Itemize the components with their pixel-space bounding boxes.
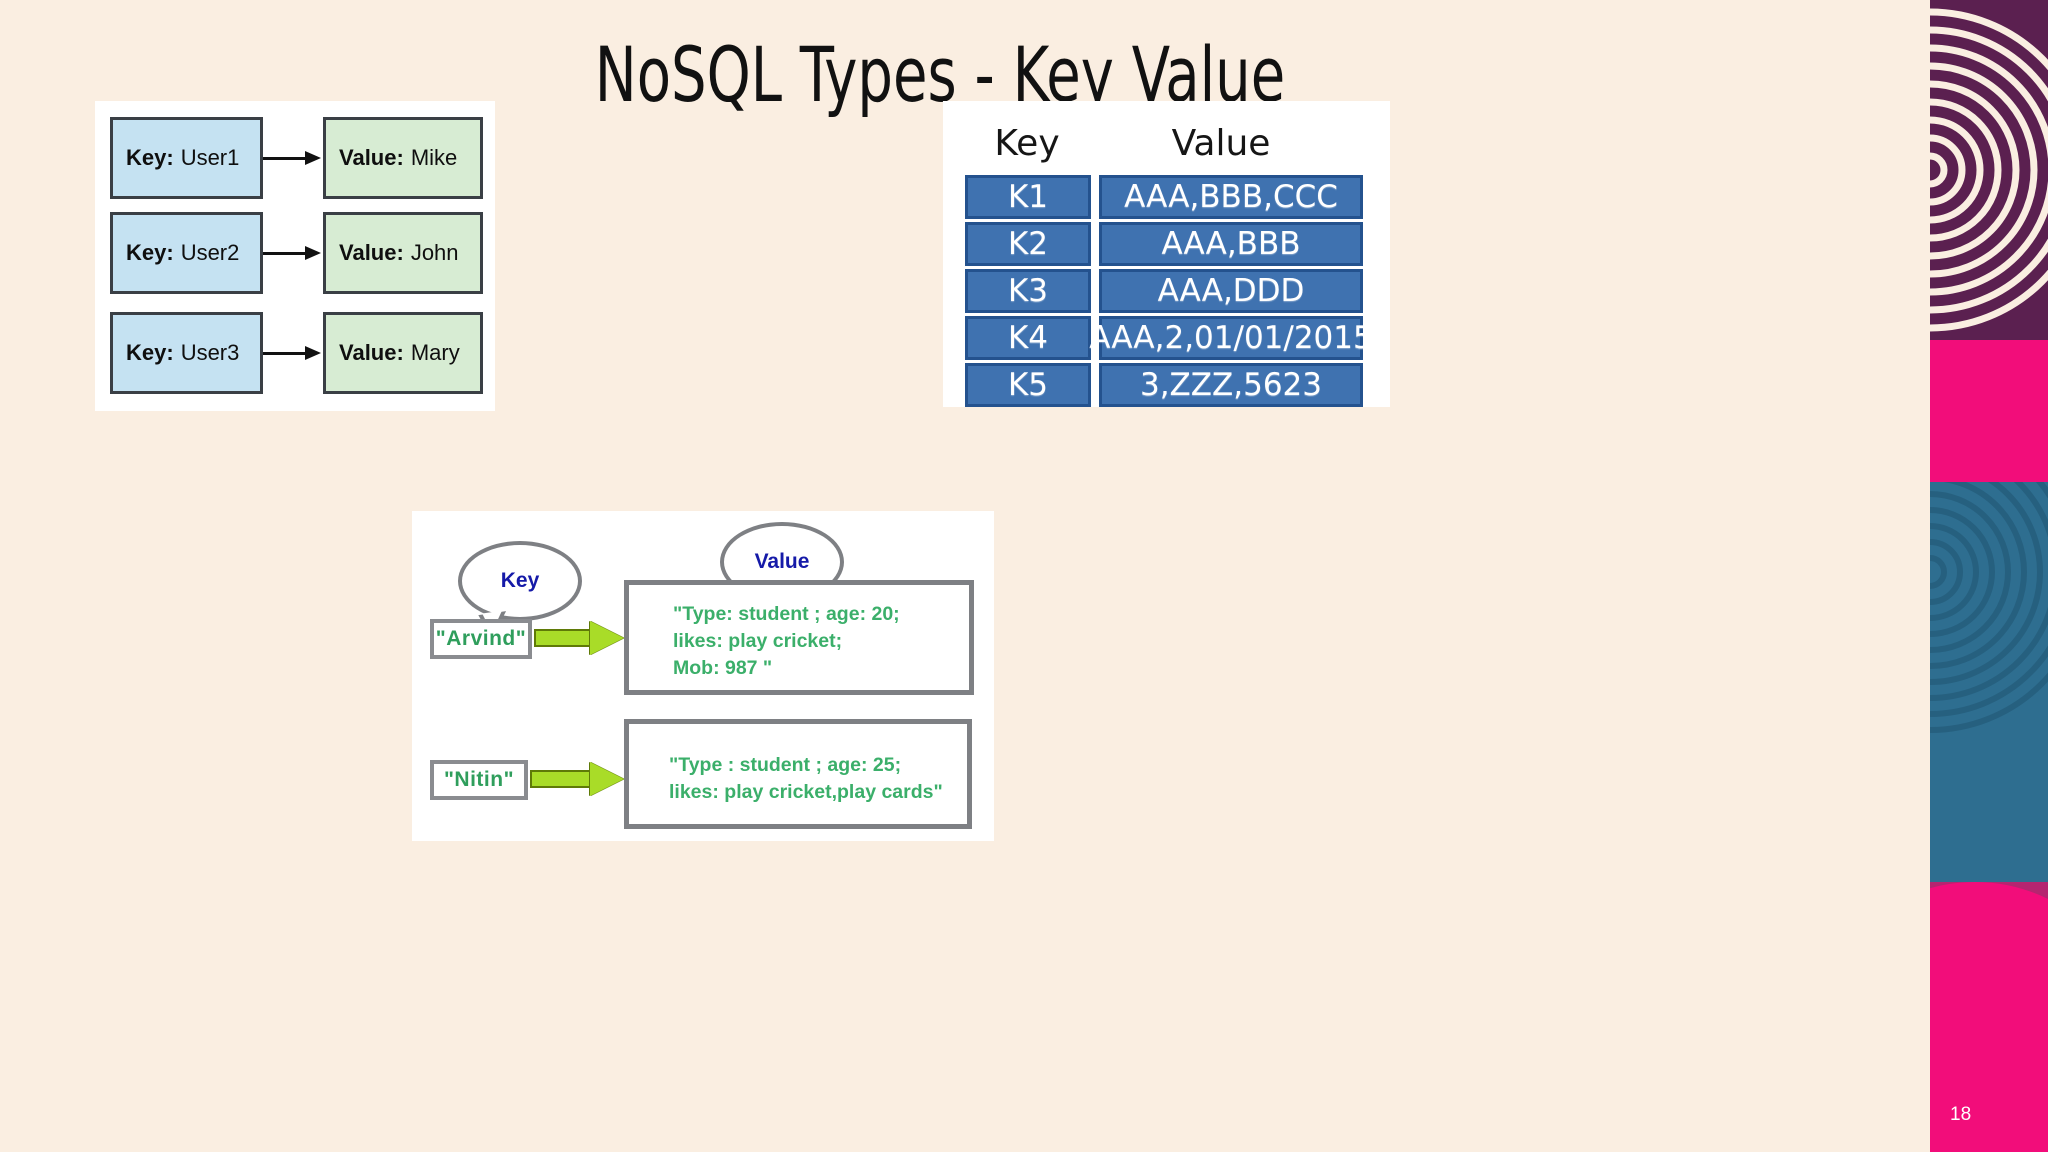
value-box-value: John <box>410 240 459 265</box>
key-box-value: User3 <box>180 340 240 365</box>
table-cell-key: K2 <box>965 222 1091 266</box>
arrow-right-icon <box>263 346 323 360</box>
table-cell-value: AAA,2,01/01/2015 <box>1089 316 1373 360</box>
key-box: Key: User1 <box>110 117 263 199</box>
value-box: Value: Mary <box>323 312 483 394</box>
table-cell-key: K1 <box>965 175 1091 219</box>
value-line: likes: play cricket,play cards" <box>669 780 943 803</box>
value-box-nitin: "Type : student ; age: 25; likes: play c… <box>624 719 972 829</box>
key-value-diagram: Key: User1 Value: Mike Key: User2 Value:… <box>95 101 495 411</box>
arrow-right-icon <box>263 151 323 165</box>
key-value-table: Key Value K1 AAA,BBB,CCC K2 AAA,BBB K3 A… <box>943 101 1390 407</box>
value-line: Mob: 987 " <box>673 656 773 679</box>
key-box-label: Key: <box>126 340 174 365</box>
table-header-value: Value <box>1171 122 1271 164</box>
table-cell-key: K5 <box>965 363 1091 407</box>
table-header-key: Key <box>994 122 1060 164</box>
value-line: "Type: student ; age: 20; <box>673 603 900 625</box>
value-box-value: Mike <box>410 145 458 170</box>
decorative-band-teal <box>1930 482 2048 882</box>
value-line: "Type : student ; age: 25; <box>669 754 902 776</box>
value-line: likes: play cricket; <box>673 629 843 652</box>
key-box-label: Key: <box>126 240 174 265</box>
table-cell-key: K3 <box>965 269 1091 313</box>
key-bubble-label: Key <box>500 569 540 592</box>
table-cell-value: AAA,BBB,CCC <box>1099 175 1363 219</box>
kv-row: Key: User2 Value: John <box>95 212 495 294</box>
decorative-rail: 18 <box>1930 0 2048 1152</box>
value-box-value: Mary <box>410 340 460 365</box>
key-speech-bubble: Key <box>458 541 582 641</box>
arrow-right-icon <box>530 762 624 796</box>
decorative-band-purple <box>1930 0 2048 340</box>
table-cell-value: AAA,BBB <box>1099 222 1363 266</box>
decorative-band-pink: 18 <box>1930 882 2048 1152</box>
value-box: Value: Mike <box>323 117 483 199</box>
table-cell-key: K4 <box>965 316 1091 360</box>
key-value-bubble-diagram: Key Value "Arvind" "Type: student ; age:… <box>412 511 994 841</box>
key-box-nitin: "Nitin" <box>430 760 528 800</box>
value-box-label: Value: <box>339 240 404 265</box>
value-bubble-label: Value <box>754 550 810 573</box>
value-box-arvind: "Type: student ; age: 20; likes: play cr… <box>624 580 974 695</box>
slide-number: 18 <box>1950 1104 1972 1125</box>
key-box-arvind: "Arvind" <box>430 619 532 659</box>
kv-row: Key: User1 Value: Mike <box>95 117 495 199</box>
concentric-rings-icon <box>1930 482 2048 733</box>
value-box-label: Value: <box>339 340 404 365</box>
value-box: Value: John <box>323 212 483 294</box>
kv-row: Key: User3 Value: Mary <box>95 312 495 394</box>
table-cell-value: 3,ZZZ,5623 <box>1099 363 1363 407</box>
key-box-value: User2 <box>180 240 240 265</box>
arrow-right-icon <box>263 246 323 260</box>
arrow-right-icon <box>534 621 624 655</box>
table-cell-value: AAA,DDD <box>1099 269 1363 313</box>
key-box: Key: User2 <box>110 212 263 294</box>
decorative-band-magenta <box>1930 340 2048 482</box>
decorative-circle <box>1930 882 2048 1152</box>
key-box-value: User1 <box>180 145 240 170</box>
key-box-label: Key: <box>126 145 174 170</box>
key-box: Key: User3 <box>110 312 263 394</box>
concentric-rings-icon <box>1930 8 2048 332</box>
value-box-label: Value: <box>339 145 404 170</box>
